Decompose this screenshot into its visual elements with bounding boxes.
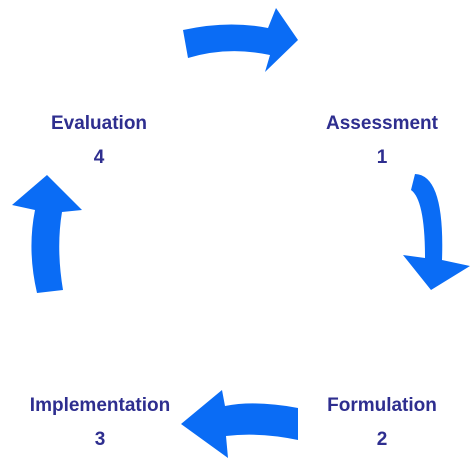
node-label-assessment: Assessment bbox=[326, 113, 438, 134]
node-label-evaluation: Evaluation bbox=[50, 113, 148, 134]
arrow-implementation-to-evaluation bbox=[12, 175, 82, 293]
node-number-assessment: 1 bbox=[376, 147, 388, 168]
arrow-formulation-to-implementation bbox=[181, 390, 298, 458]
arrow-evaluation-to-assessment bbox=[183, 8, 298, 72]
node-label-formulation: Formulation bbox=[327, 395, 437, 416]
node-number-implementation: 3 bbox=[94, 429, 106, 450]
arrow-assessment-to-formulation bbox=[403, 174, 470, 290]
node-number-evaluation: 4 bbox=[93, 147, 105, 168]
node-number-formulation: 2 bbox=[376, 429, 388, 450]
node-label-implementation: Implementation bbox=[29, 395, 171, 416]
